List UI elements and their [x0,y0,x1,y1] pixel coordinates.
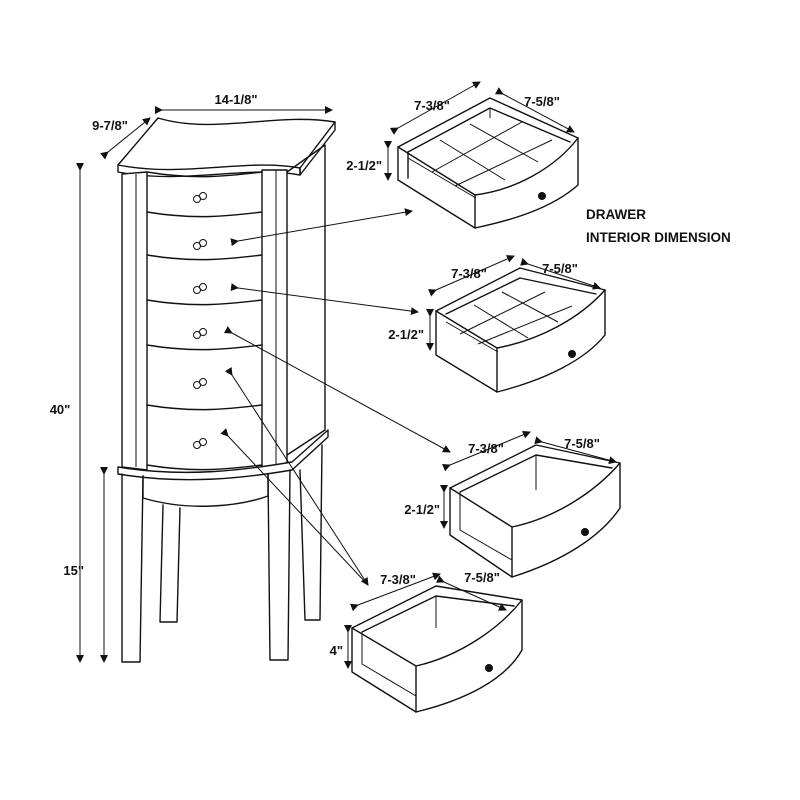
cabinet [117,117,336,663]
title-line-1: DRAWER [586,207,646,222]
drawer-2-width-label: 7-3/8" [451,266,487,281]
drawer-knobs [193,192,207,449]
drawer-2-compartments [445,291,573,353]
cabinet-left-panel [121,171,148,471]
drawer-1: 7-3/8" 7-5/8" 2-1/2" [346,81,579,229]
drawer-3-width-label: 7-3/8" [468,441,504,456]
drawer-1-width-label: 7-3/8" [414,98,450,113]
drawer-stack [146,171,263,471]
cabinet-height-label: 40" [50,402,71,417]
leader-arrows [220,208,451,586]
cabinet-dimensions: 14-1/8" 9-7/8" 40" 15" [50,92,333,663]
drawer-1-depth-label: 7-5/8" [524,94,560,109]
drawer-2: 7-3/8" 7-5/8" 2-1/2" [388,255,606,393]
cabinet-depth-label: 9-7/8" [92,118,128,133]
drawer-4: 7-3/8" 7-5/8" 4" [330,570,523,713]
drawer-4-width-label: 7-3/8" [380,572,416,587]
drawer-4-depth-label: 7-5/8" [464,570,500,585]
drawer-3-height-label: 2-1/2" [404,502,440,517]
drawer-3-depth-label: 7-5/8" [564,436,600,451]
cabinet-base [117,429,329,481]
drawer-3: 7-3/8" 7-5/8" 2-1/2" [404,430,621,578]
drawer-1-height-label: 2-1/2" [346,158,382,173]
cabinet-leg-height-label: 15" [63,563,84,578]
drawer-4-height-label: 4" [330,643,343,658]
cabinet-right-post [261,169,288,471]
drawer-interior-title: DRAWER INTERIOR DIMENSION [586,207,731,245]
title-line-2: INTERIOR DIMENSION [586,230,731,245]
cabinet-width-label: 14-1/8" [214,92,257,107]
drawer-1-compartments [407,108,553,199]
drawer-2-depth-label: 7-5/8" [542,261,578,276]
drawer-2-height-label: 2-1/2" [388,327,424,342]
